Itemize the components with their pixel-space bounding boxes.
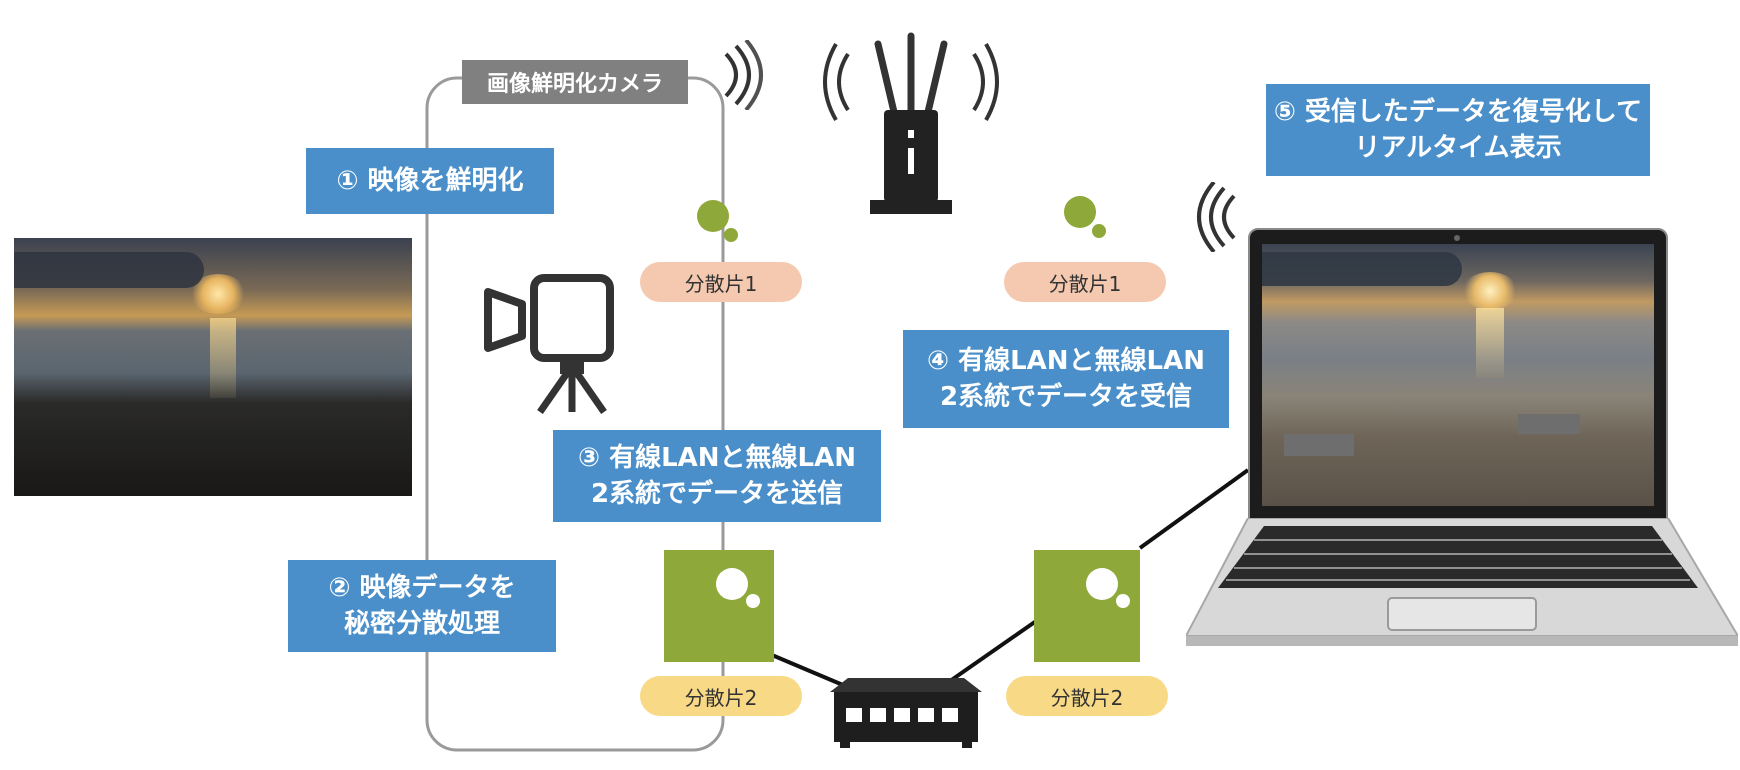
laptop-camera-dot (1454, 235, 1460, 241)
share2-square-left (664, 550, 774, 662)
wifi-signal-icon (724, 40, 763, 110)
share1-dot-small-right (1092, 224, 1106, 238)
step-3-text: ③ 有線LANと無線LAN 2系統でデータを送信 (578, 443, 856, 509)
share1-dot-large-right (1064, 196, 1096, 228)
laptop-keyboard-base (1186, 518, 1738, 646)
share1-pill-left-text: 分散片1 (684, 271, 758, 296)
enhanced-photo (1262, 244, 1654, 506)
sun-reflection (210, 318, 236, 398)
wifi-router-icon (823, 32, 999, 214)
share1-pill-left: 分散片1 (640, 262, 802, 302)
step-2-text: ② 映像データを 秘密分散処理 (328, 573, 516, 639)
laptop-wifi-signal-icon (1197, 182, 1236, 252)
cloud-band (14, 252, 204, 288)
step-4-text: ④ 有線LANと無線LAN 2系統でデータを受信 (927, 346, 1205, 412)
step-3-box: ③ 有線LANと無線LAN 2系統でデータを送信 (553, 430, 881, 522)
laptop-screen-bezel (1248, 228, 1668, 520)
step-1-box: ① 映像を鮮明化 (306, 148, 554, 214)
share2-dot-large-left (716, 568, 748, 600)
share2-pill-left: 分散片2 (640, 676, 802, 716)
screen-sun-reflection (1476, 308, 1504, 378)
share1-pill-right: 分散片1 (1004, 262, 1166, 302)
wired-link-right (938, 608, 1054, 690)
screen-sun-glow (1462, 272, 1518, 310)
share2-pill-right-text: 分散片2 (1050, 685, 1124, 710)
video-camera-icon (484, 274, 614, 414)
screen-bench-left (1284, 434, 1354, 456)
original-photo (14, 238, 412, 496)
camera-label: 画像鮮明化カメラ (462, 60, 688, 104)
share2-pill-left-text: 分散片2 (684, 685, 758, 710)
share2-pill-right: 分散片2 (1006, 676, 1168, 716)
share2-dot-small-right (1116, 594, 1130, 608)
step-5-box: ⑤ 受信したデータを復号化して リアルタイム表示 (1266, 84, 1650, 176)
share2-dot-small-left (746, 594, 760, 608)
wired-link-left (759, 648, 851, 690)
step-2-box: ② 映像データを 秘密分散処理 (288, 560, 556, 652)
step-5-text: ⑤ 受信したデータを復号化して リアルタイム表示 (1273, 97, 1643, 163)
laptop-icon (1186, 228, 1738, 648)
screen-bench-right (1518, 414, 1580, 434)
share1-pill-right-text: 分散片1 (1048, 271, 1122, 296)
share2-dot-large-right (1086, 568, 1118, 600)
network-switch-icon (830, 678, 982, 748)
step-4-box: ④ 有線LANと無線LAN 2系統でデータを受信 (903, 330, 1229, 428)
camera-label-text: 画像鮮明化カメラ (486, 72, 663, 97)
share1-dot-large-left (697, 200, 729, 232)
screen-cloud-band (1262, 252, 1462, 286)
wired-link-laptop (1138, 468, 1250, 550)
share1-dot-small-left (724, 228, 738, 242)
step-1-text: ① 映像を鮮明化 (336, 166, 524, 196)
share2-square-right (1034, 550, 1140, 662)
